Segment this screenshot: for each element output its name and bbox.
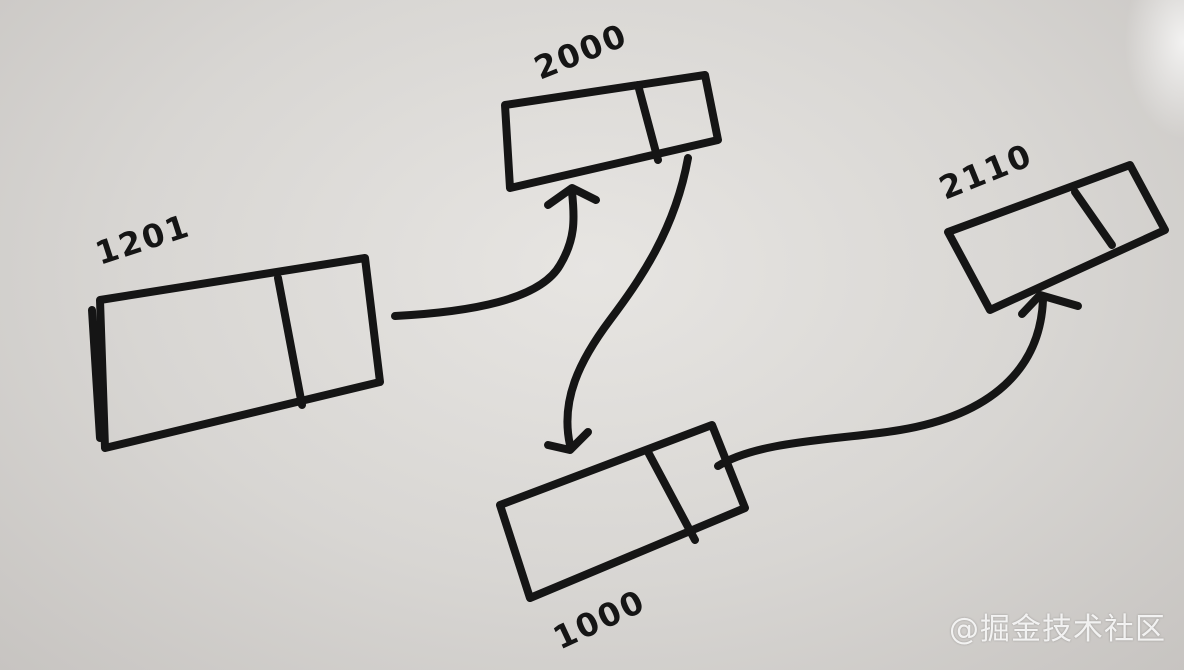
watermark: @掘金技术社区 bbox=[949, 612, 1166, 647]
node-2000-label: 2000 bbox=[529, 16, 633, 88]
node-1201: 1201 bbox=[88, 206, 384, 452]
node-2000-pointer-divider bbox=[634, 81, 662, 164]
edge-1000-to-2110-arrowhead bbox=[1018, 291, 1082, 318]
edge-2000-to-1000-line bbox=[563, 154, 692, 449]
node-1201-label: 1201 bbox=[91, 206, 195, 272]
node-1000-label: 1000 bbox=[547, 582, 651, 657]
node-2110-pointer-divider bbox=[1071, 188, 1116, 249]
node-1201-box bbox=[88, 254, 384, 452]
edge-2000-to-1000 bbox=[544, 154, 692, 454]
light-glare bbox=[1124, 0, 1184, 140]
node-1201-pointer-divider bbox=[274, 274, 306, 409]
edge-1000-to-2110-line bbox=[714, 296, 1047, 470]
node-1000: 1000 bbox=[496, 421, 749, 657]
node-1000-box bbox=[496, 421, 749, 602]
edge-1201-to-2000-line bbox=[391, 188, 578, 320]
edge-1201-to-2000 bbox=[391, 184, 600, 320]
node-2110: 2110 bbox=[934, 136, 1169, 314]
node-2110-box bbox=[944, 161, 1169, 314]
node-2110-label: 2110 bbox=[934, 136, 1038, 208]
node-1000-pointer-divider bbox=[644, 448, 699, 544]
edge-1000-to-2110 bbox=[714, 291, 1082, 470]
edge-1201-to-2000-arrowhead bbox=[544, 184, 600, 209]
edge-2000-to-1000-arrowhead bbox=[544, 428, 592, 454]
